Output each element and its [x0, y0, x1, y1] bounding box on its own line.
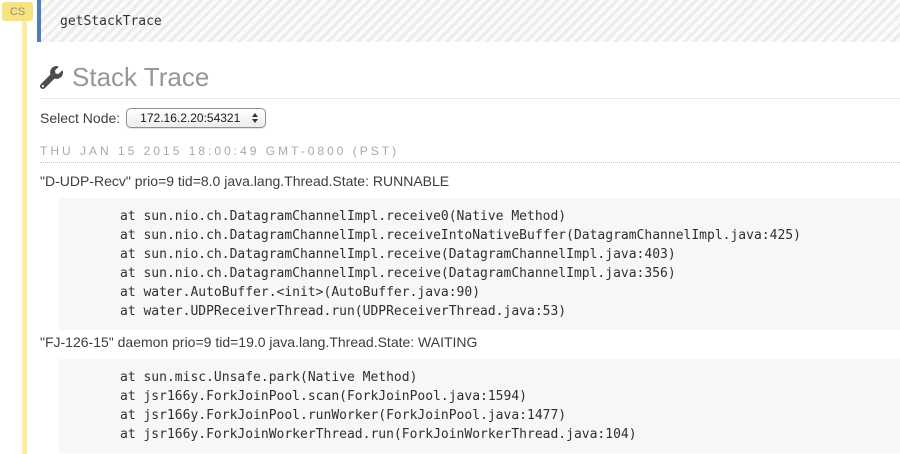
stack-frame-line: at sun.misc.Unsafe.park(Native Method)	[120, 370, 418, 385]
node-select-value: 172.16.2.20:54321	[140, 111, 241, 125]
stack-frame-line: at jsr166y.ForkJoinPool.runWorker(ForkJo…	[120, 408, 567, 423]
stack-frames-block: at sun.misc.Unsafe.park(Native Method) at…	[59, 359, 900, 453]
thread-header: "FJ-126-15" daemon prio=9 tid=19.0 java.…	[40, 334, 478, 350]
stack-frame-line: at sun.nio.ch.DatagramChannelImpl.receiv…	[120, 209, 567, 224]
wrench-icon	[40, 66, 63, 89]
stack-frame-line: at jsr166y.ForkJoinWorkerThread.run(Fork…	[120, 427, 637, 442]
stack-trace-output: Stack Trace Select Node: 172.16.2.20:543…	[40, 62, 900, 453]
page-title: Stack Trace	[40, 62, 900, 99]
stack-frame-line: at water.AutoBuffer.<init>(AutoBuffer.ja…	[120, 285, 481, 300]
thread-header: "D-UDP-Recv" prio=9 tid=8.0 java.lang.Th…	[40, 173, 450, 189]
cell-gutter-line	[22, 8, 27, 454]
stack-frame-line: at sun.nio.ch.DatagramChannelImpl.receiv…	[120, 266, 676, 281]
page-title-text: Stack Trace	[72, 62, 210, 92]
stack-frame-line: at jsr166y.ForkJoinPool.scan(ForkJoinPoo…	[120, 389, 527, 404]
cell-type-badge: CS	[2, 2, 33, 21]
thread-section: "FJ-126-15" daemon prio=9 tid=19.0 java.…	[40, 334, 900, 453]
stack-frame-line: at sun.nio.ch.DatagramChannelImpl.receiv…	[120, 247, 676, 262]
timestamp-heading: THU JAN 15 2015 18:00:49 GMT-0800 (PST)	[40, 144, 900, 163]
code-cell-input[interactable]: getStackTrace	[37, 0, 900, 42]
node-select[interactable]: 172.16.2.20:54321	[126, 108, 267, 128]
stack-frame-line: at sun.nio.ch.DatagramChannelImpl.receiv…	[120, 228, 801, 243]
select-arrows-icon	[252, 113, 259, 123]
threads-container: "D-UDP-Recv" prio=9 tid=8.0 java.lang.Th…	[40, 173, 900, 453]
select-node-label: Select Node:	[40, 110, 121, 126]
stack-frame-line: at water.UDPReceiverThread.run(UDPReceiv…	[120, 304, 567, 319]
code-cell-text: getStackTrace	[60, 13, 162, 29]
thread-section: "D-UDP-Recv" prio=9 tid=8.0 java.lang.Th…	[40, 173, 900, 330]
stack-frames-block: at sun.nio.ch.DatagramChannelImpl.receiv…	[59, 198, 900, 330]
